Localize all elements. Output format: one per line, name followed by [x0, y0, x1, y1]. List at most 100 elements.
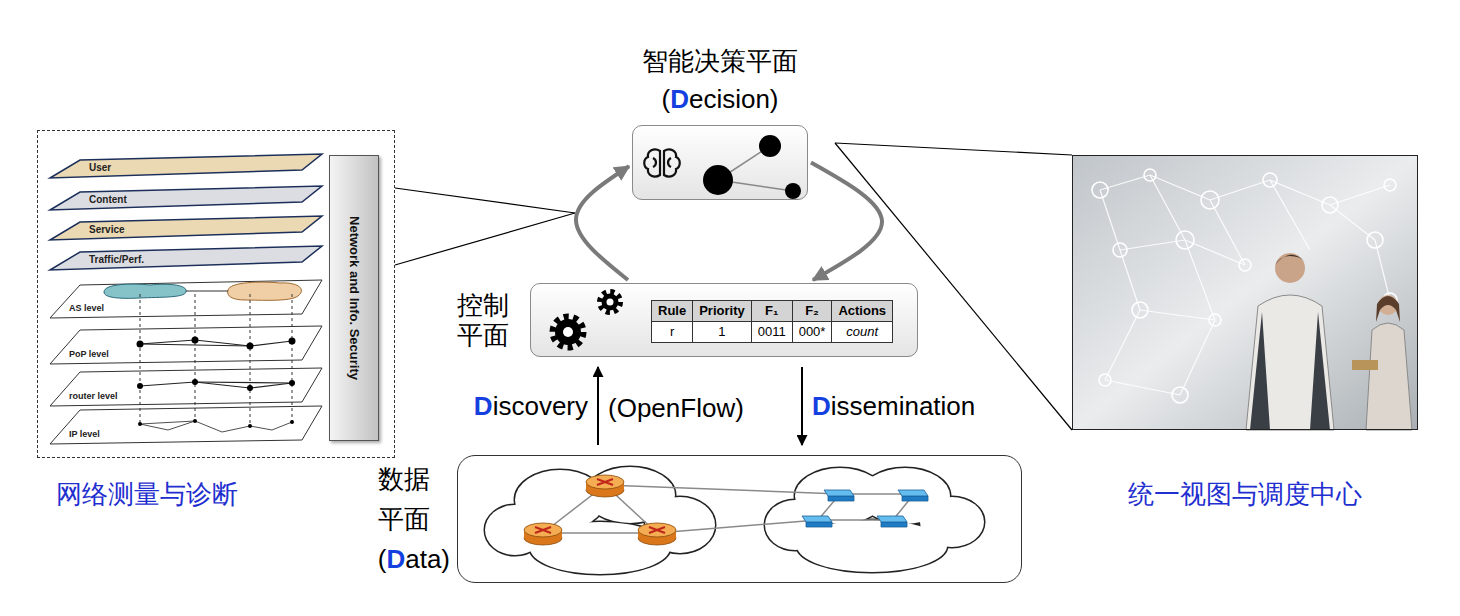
photo-illustration [1210, 200, 1245, 265]
level-label: AS level [69, 304, 104, 313]
caption: 网络测量与诊断 [56, 477, 238, 511]
photo-illustration [1250, 312, 1330, 430]
network-link [605, 485, 840, 494]
highlight-letter: D [386, 544, 405, 574]
table-cell: 0011 [751, 321, 793, 343]
box-fill [632, 125, 808, 200]
photo-illustration [1263, 173, 1277, 187]
photo-illustration [1072, 155, 1418, 430]
topology-dot [137, 341, 144, 348]
edge-label: Discovery [474, 390, 588, 422]
router-icon [524, 475, 676, 545]
highlight-letter: D [474, 391, 493, 421]
router-icon [535, 527, 551, 533]
flow-table: RulePriorityF₁F₂Actionsr10011000*count [651, 300, 892, 342]
photo-illustration [1092, 182, 1108, 198]
photo-illustration [1176, 231, 1194, 249]
gear-icon [602, 294, 619, 311]
photo-illustration [1275, 255, 1305, 265]
table-cell: 000* [792, 321, 833, 343]
photo-illustration [1352, 360, 1378, 370]
photo-illustration [1201, 191, 1219, 209]
network-link [657, 520, 818, 533]
photo-illustration [1239, 259, 1251, 271]
security-bar: Network and Info. Security [329, 155, 379, 441]
table-header-cell: F₁ [751, 300, 793, 322]
layer-band [50, 246, 322, 270]
topology-dot [192, 379, 198, 385]
switch-icon [898, 490, 928, 496]
photo-illustration [1100, 175, 1390, 395]
router-icon [638, 523, 676, 537]
table-header-cell: Rule [651, 300, 693, 322]
level-link [140, 294, 141, 424]
callout-line [395, 143, 1072, 430]
topology-link [140, 344, 250, 346]
photo-illustration [1100, 190, 1120, 250]
router-icon [597, 479, 613, 485]
photo-illustration [1180, 320, 1215, 395]
switch-icon [806, 522, 832, 527]
photo-illustration [1209, 314, 1221, 326]
switch-icon [802, 516, 832, 522]
table-header-cell: F₂ [792, 300, 833, 322]
topology-link [140, 340, 292, 432]
topology-dot [192, 337, 199, 344]
switch-icon [828, 496, 854, 501]
table-cell: r [651, 321, 693, 343]
topology-link [140, 382, 292, 388]
topology-dot [137, 337, 296, 429]
photo-illustration [1150, 175, 1185, 240]
topology-dot [289, 380, 295, 386]
photo-illustration [1322, 197, 1338, 213]
table-cell: 1 [692, 321, 752, 343]
layer-label: Traffic/Perf. [89, 255, 144, 265]
photo-illustration [1376, 296, 1400, 322]
flow-arrow [801, 367, 803, 445]
callout-line [835, 143, 1072, 430]
switch-icon [802, 490, 928, 527]
as-region [228, 282, 302, 300]
highlight-letter: D [812, 391, 831, 421]
measurement-inset: 网络测量与诊断Network and Info. SecurityUserCon… [37, 130, 395, 458]
callout-line [395, 213, 575, 265]
network-cloud [797, 520, 947, 572]
layer-label: User [89, 163, 111, 173]
level-link [250, 294, 251, 426]
switch-icon [898, 490, 928, 501]
network-cloud [485, 467, 984, 574]
decision-graph [703, 165, 733, 195]
topology-dot [247, 385, 253, 391]
switch-icon [902, 496, 928, 501]
as-region [104, 282, 301, 300]
topology-plane [50, 280, 322, 318]
photo-illustration [1120, 250, 1140, 310]
decision-graph [759, 135, 781, 157]
level-link [140, 294, 292, 426]
topology-dot [248, 424, 252, 428]
photo-illustration [1120, 240, 1185, 250]
box-fill [457, 125, 1022, 583]
topology-dot [289, 338, 296, 345]
network-cloud [485, 467, 984, 574]
plane-title: 智能决策平面 (Decision) [642, 42, 798, 118]
gear-icon [600, 292, 620, 312]
photo-illustration [1132, 302, 1148, 318]
gear-icon [607, 299, 614, 306]
photo-illustration [1185, 240, 1215, 320]
layer-band [50, 186, 322, 210]
edge-label: Dissemination [812, 390, 975, 422]
topology-link [140, 421, 195, 424]
box-fill [530, 283, 918, 357]
brain-icon [644, 149, 680, 176]
layer-label: Content [89, 195, 127, 205]
photo-illustration [1172, 387, 1188, 403]
gear-icon [563, 327, 573, 337]
photo-illustration [1144, 169, 1156, 181]
plane-title: 数据 平面 (Data) [378, 459, 450, 579]
highlight-letter: D [670, 84, 689, 114]
photo-illustration [1275, 253, 1305, 283]
level-label: router level [69, 392, 118, 401]
network-cloud [485, 467, 984, 574]
